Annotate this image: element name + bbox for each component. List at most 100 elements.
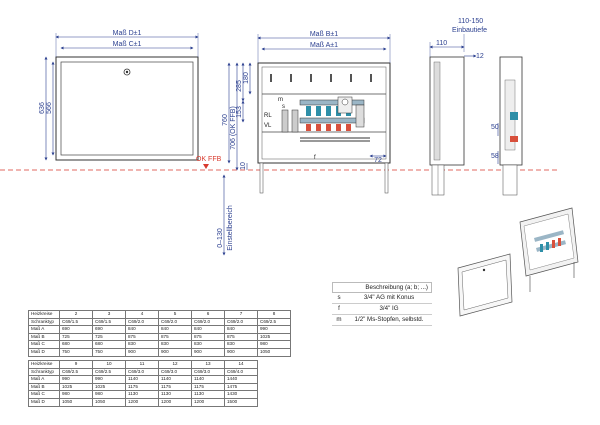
table-cell: 750 — [59, 347, 93, 357]
dim-12: 12 — [476, 53, 484, 60]
table-cell: 990 — [92, 375, 126, 384]
table-cell: Maß B — [28, 382, 60, 392]
dim-110: 110 — [436, 40, 447, 47]
table-cell: 13 — [191, 360, 225, 369]
side-view-left — [429, 56, 465, 196]
table-row: Maß C 980 980 1130 1130 1130 1430 — [28, 390, 258, 399]
table-cell: 1200 — [158, 397, 192, 407]
table-cell: 1440 — [224, 375, 258, 384]
table-cell: 1200 — [125, 397, 159, 407]
dim-a: Maß A±1 — [310, 42, 338, 49]
floor-marker-icon — [203, 164, 209, 169]
table-cell: 900 — [125, 347, 159, 357]
table-row: Maß C 680 680 830 830 830 830 980 — [28, 340, 291, 349]
table-cell: Schranktyp — [28, 367, 60, 377]
table-cell: 680 — [59, 340, 93, 349]
table-cell: 830 — [224, 340, 258, 349]
table-row: Maß A 990 990 1140 1140 1140 1440 — [28, 375, 258, 384]
table-cell: C69/2.5 — [257, 317, 291, 327]
table-cell: 725 — [92, 332, 126, 342]
dim-72: 72 — [374, 157, 382, 164]
einbautiefe-label: Einbautiefe — [452, 27, 487, 34]
label-s: s — [282, 104, 285, 110]
table-cell: 990 — [257, 325, 291, 334]
table-cell: C69/2.0 — [224, 317, 258, 327]
label-m: m — [278, 97, 283, 103]
table-cell: Heizkreise — [28, 360, 60, 369]
front-view — [55, 56, 199, 161]
table-cell: 1130 — [158, 390, 192, 399]
legend-desc: 3/4" IG — [379, 305, 399, 312]
table-cell: 11 — [125, 360, 159, 369]
table-cell: 990 — [59, 375, 93, 384]
legend-key: f — [338, 305, 340, 312]
table-cell: Maß A — [28, 325, 60, 334]
table-row: Maß B 725 725 875 875 875 875 1025 — [28, 332, 291, 342]
table-cell: Heizkreise — [28, 310, 60, 319]
table-cell: 1025 — [59, 382, 93, 392]
table-cell: 980 — [257, 340, 291, 349]
dim-depth-range: 110-150 — [458, 18, 483, 25]
dim-front-c: Maß C±1 — [113, 41, 142, 48]
dim-10: 10 — [240, 162, 247, 170]
table-row: Maß D 750 750 900 900 900 900 1050 — [28, 347, 291, 357]
table-cell: Maß C — [28, 390, 60, 399]
table-cell: 1025 — [92, 382, 126, 392]
table-cell: 1175 — [125, 382, 159, 392]
table-header-row: Heizkreise 9 10 11 12 13 14 — [28, 360, 258, 369]
table-cell: 7 — [224, 310, 258, 319]
dim-636: 636 — [39, 102, 46, 114]
table-cell: 875 — [125, 332, 159, 342]
table-cell: 1175 — [158, 382, 192, 392]
table-cell: 750 — [92, 347, 126, 357]
table-cell: 1140 — [191, 375, 225, 384]
table-cell: 8 — [257, 310, 291, 319]
table-cell: C69/2.0 — [125, 317, 159, 327]
legend-row: s 3/4" AG mit Konus — [332, 293, 432, 304]
table-cell: 690 — [59, 325, 93, 334]
table-cell: 10 — [92, 360, 126, 369]
table-cell: C69/1.5 — [92, 317, 126, 327]
dim-706: 706 (OK FFB) — [230, 106, 237, 150]
table-cell: 1050 — [92, 397, 126, 407]
table-cell: Maß B — [28, 332, 60, 342]
table-cell: 5 — [158, 310, 192, 319]
ok-ffb-label: OK FFB — [196, 156, 222, 163]
table-cell: C69/2.5 — [92, 367, 126, 377]
table-cell: C69/1.5 — [59, 317, 93, 327]
table-row: Maß A 690 690 840 840 840 840 990 — [28, 325, 291, 334]
table-cell: 900 — [224, 347, 258, 357]
table-cell: 875 — [191, 332, 225, 342]
table-cell: 3 — [92, 310, 126, 319]
table-cell: 1140 — [158, 375, 192, 384]
dim-180: 180 — [243, 72, 250, 84]
table-cell: 1475 — [224, 382, 258, 392]
table-cell: 690 — [92, 325, 126, 334]
table-cell: 1175 — [191, 382, 225, 392]
isometric-box-open — [519, 207, 579, 292]
label-rl: RL — [264, 113, 272, 119]
legend-desc: 3/4" AG mit Konus — [363, 294, 415, 301]
einstellbereich-label: Einstellbereich — [227, 205, 234, 251]
label-f: f — [314, 155, 316, 161]
dim-58: 58 — [491, 153, 499, 160]
table-cell: 1430 — [224, 390, 258, 399]
table-cell: 830 — [125, 340, 159, 349]
table-cell: Maß A — [28, 375, 60, 384]
table-cell: 875 — [224, 332, 258, 342]
table-cell: 840 — [125, 325, 159, 334]
table-cell: 1500 — [224, 397, 258, 407]
table-cell: 1130 — [125, 390, 159, 399]
table-cell: 900 — [158, 347, 192, 357]
manifold-cabinet-view — [257, 62, 391, 194]
dim-front-d: Maß D±1 — [113, 30, 142, 37]
legend-key: m — [336, 316, 342, 323]
dim-285: 285 — [236, 80, 243, 92]
table-cell: C69/3.0 — [158, 367, 192, 377]
table-cell: Schranktyp — [28, 317, 60, 327]
side-view-right — [499, 56, 523, 196]
table-cell: 1130 — [191, 390, 225, 399]
table-cell: 725 — [59, 332, 93, 342]
table-cell: 830 — [191, 340, 225, 349]
